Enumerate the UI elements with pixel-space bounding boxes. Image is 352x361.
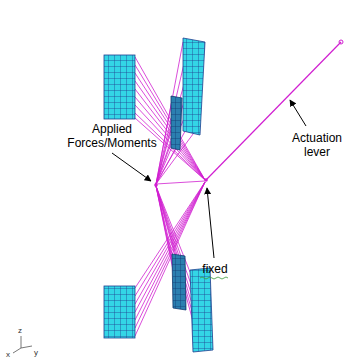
actuation-lever (206, 42, 341, 180)
callout-label: fixed (198, 262, 232, 276)
axis-label: x (4, 350, 12, 359)
leader-arrow (290, 100, 306, 126)
squiggle-underline (200, 277, 228, 279)
mesh-patch (190, 268, 213, 352)
mesh-patch (104, 55, 135, 119)
mesh-patch (172, 254, 186, 310)
fixed-point (204, 178, 208, 182)
lever-end (339, 40, 343, 44)
mesh-patch (171, 96, 182, 150)
axis-label: y (32, 348, 40, 357)
axis-triad (13, 336, 32, 353)
callout-label: Actuation lever (285, 131, 349, 159)
leader-arrow (112, 153, 151, 181)
mesh-patch (104, 286, 135, 338)
leader-arrow (207, 188, 214, 258)
axis-label: z (16, 326, 24, 335)
callout-label: Applied Forces/Moments (62, 122, 162, 150)
load-point (154, 183, 158, 187)
mesh-patch (183, 38, 205, 135)
